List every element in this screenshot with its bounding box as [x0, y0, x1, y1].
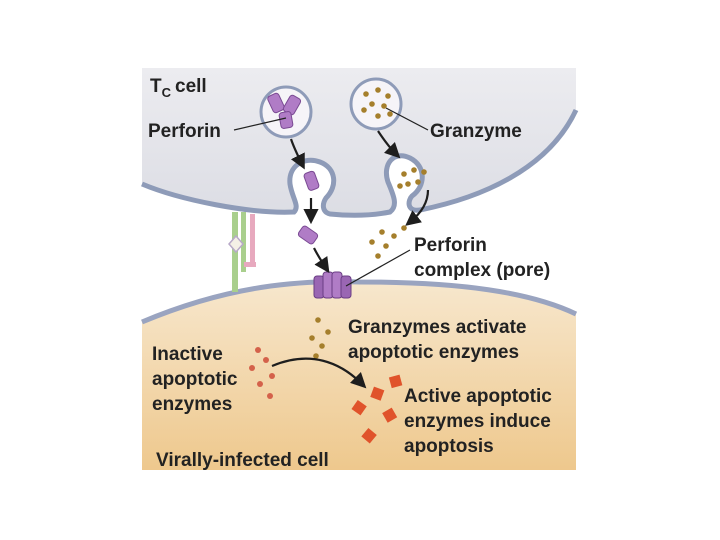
leader-granzyme — [385, 107, 429, 131]
active-enzymes — [351, 374, 403, 444]
perforin-pore — [313, 271, 352, 299]
arrow-perforin-to-membrane — [289, 138, 305, 170]
label-inactive-enzymes: Inactive apoptotic enzymes — [152, 344, 243, 415]
arrow-enzyme-activation — [271, 357, 367, 389]
tcr-receptor — [228, 212, 256, 292]
tc-cell-body — [142, 68, 576, 216]
granzymes-in-target — [309, 317, 331, 359]
released-granzymes — [369, 225, 407, 259]
leader-perforin — [233, 117, 287, 131]
tc-cell — [141, 68, 579, 218]
label-perforin: Perforin — [148, 121, 221, 142]
label-infected-cell: Virally-infected cell — [156, 450, 329, 471]
granzyme-vesicle — [349, 77, 403, 131]
label-active-enzymes: Active apoptotic enzymes induce apoptosi… — [404, 386, 557, 457]
perforin-in-fusing-pocket — [303, 170, 320, 191]
target-cell-membrane — [141, 279, 578, 325]
leader-perforin-complex — [345, 249, 411, 287]
label-granzyme: Granzyme — [430, 121, 522, 142]
perforin-vesicle — [259, 85, 313, 139]
inactive-enzymes — [249, 347, 275, 399]
arrow-granzyme-release — [405, 189, 430, 226]
tc-cell-membrane — [141, 108, 579, 218]
label-granzymes-activate: Granzymes activate apoptotic enzymes — [348, 317, 532, 363]
arrow-perforin-to-pore — [313, 247, 330, 274]
released-perforin — [297, 225, 319, 245]
label-perforin-complex: Perforin complex (pore) — [414, 235, 550, 281]
arrow-granzyme-to-membrane — [377, 130, 401, 159]
granzyme-in-fusing-pocket — [397, 167, 427, 189]
